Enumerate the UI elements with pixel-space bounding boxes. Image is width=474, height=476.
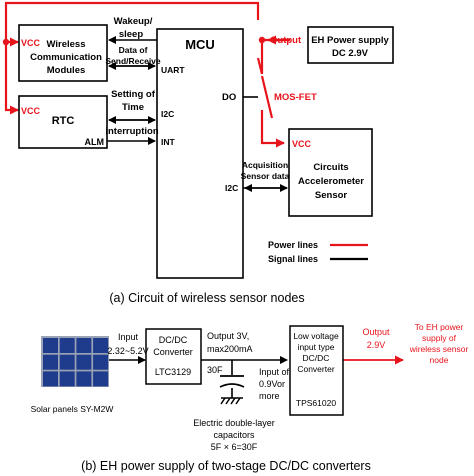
eh-supply-box — [307, 26, 394, 64]
wakeup-label-1: Wakeup/ — [114, 16, 153, 27]
input-09-label-2: 0.9Vor — [259, 379, 285, 389]
interruption-label: interruption — [105, 126, 158, 137]
wireless-label-1: Wireless — [47, 39, 86, 50]
solar-cell — [59, 354, 75, 370]
mcu-label: MCU — [185, 37, 215, 52]
mosfet-label: MOS-FET — [274, 92, 317, 103]
power-node-left — [2, 38, 10, 46]
solar-panel-image — [41, 336, 109, 387]
acquisition-label-2: Sensor data — [241, 171, 290, 181]
solar-cell — [76, 371, 92, 387]
circuits-label-2: Accelerometer — [298, 176, 364, 187]
dcdc2-label-4: Converter — [297, 364, 334, 374]
dcdc1-label-1: DC/DC — [159, 335, 188, 345]
wakeup-label-2: sleep — [119, 29, 143, 40]
solar-cell — [93, 354, 109, 370]
dcdc2-label-5: TPS61020 — [296, 398, 336, 408]
solar-cell — [59, 338, 75, 353]
power-lines — [4, 1, 290, 148]
wireless-module-box — [18, 24, 108, 82]
wireless-label-2: Communication — [30, 52, 102, 63]
input-label-1: Input — [118, 332, 139, 342]
do-label: DO — [222, 92, 236, 103]
solar-cell — [76, 354, 92, 370]
circuits-label-3: Sensor — [315, 190, 348, 201]
rtc-alm-label: ALM — [85, 137, 105, 147]
dcdc2-label-2: input type — [298, 342, 335, 352]
vcc-rtc-label: VCC — [21, 106, 41, 116]
dcdc2-label-1: Low voltage — [293, 331, 339, 341]
output-29-label-1: Output — [362, 327, 390, 337]
to-eh-label-3: wireless sensor — [409, 344, 469, 354]
solar-cell — [93, 338, 109, 353]
solar-label: Solar panels SY-M2W — [31, 404, 114, 414]
dcdc1-label-3: LTC3129 — [155, 367, 191, 377]
to-eh-label-2: supply of — [422, 333, 457, 343]
solar-cell — [43, 338, 58, 353]
output-label: Output — [270, 35, 302, 46]
int-label: INT — [161, 137, 176, 147]
eh-supply-label-1: EH Power supply — [311, 35, 389, 46]
solar-cell — [43, 371, 58, 387]
output-29-label-2: 2.9V — [367, 340, 386, 350]
to-eh-label-4: node — [430, 355, 449, 365]
mcu-box — [156, 28, 244, 279]
power-node-right — [258, 36, 266, 44]
solar-cell — [43, 354, 58, 370]
signal-lines — [107, 36, 288, 192]
solar-cell — [76, 338, 92, 353]
caption-a: (a) Circuit of wireless sensor nodes — [109, 291, 304, 305]
capacitors-label-3: 5F × 6=30F — [211, 442, 258, 452]
input-label-2: 2.32~5.2V — [107, 346, 148, 356]
circuits-box — [288, 128, 373, 217]
legend-signal-label: Signal lines — [268, 254, 318, 264]
wireless-label-3: Modules — [47, 65, 86, 76]
output-3v-label-1: Output 3V, — [207, 331, 249, 341]
ground-symbol — [220, 397, 243, 405]
cap-30f-label: 30F — [207, 365, 223, 375]
legend-power-label: Power lines — [268, 240, 318, 250]
vcc-circuits-label: VCC — [292, 139, 312, 149]
acquisition-label-1: Acquisition — [242, 160, 288, 170]
capacitors-label-1: Electric double-layer — [193, 418, 275, 428]
dcdc1-box — [145, 328, 202, 385]
i2c-bottom-label: I2C — [225, 183, 238, 193]
rtc-label: RTC — [52, 115, 75, 127]
uart-label: UART — [161, 65, 185, 75]
data-send-label-1: Data of — [119, 45, 148, 55]
supply-lines — [109, 356, 288, 398]
capacitor-symbol — [219, 375, 245, 388]
solar-cell — [59, 371, 75, 387]
capacitors-label-2: capacitors — [213, 430, 255, 440]
caption-b: (b) EH power supply of two-stage DC/DC c… — [81, 459, 371, 473]
to-eh-label-1: To EH power — [415, 322, 464, 332]
i2c-top-label: I2C — [161, 109, 174, 119]
setting-time-label-2: Time — [122, 102, 144, 113]
dcdc2-box — [289, 325, 344, 416]
circuits-label-1: Circuits — [313, 162, 348, 173]
output-3v-label-2: max200mA — [207, 344, 253, 354]
input-09-label-3: more — [259, 391, 280, 401]
dcdc1-label-2: Converter — [153, 347, 193, 357]
data-send-label-2: Send/Receive — [105, 56, 161, 66]
vcc-wireless-label: VCC — [21, 38, 41, 48]
setting-time-label-1: Setting of — [111, 89, 156, 100]
input-09-label-1: Input of — [259, 367, 290, 377]
solar-cell — [93, 371, 109, 387]
eh-supply-label-2: DC 2.9V — [332, 48, 369, 59]
rtc-box — [18, 95, 108, 149]
dcdc2-label-3: DC/DC — [303, 353, 330, 363]
